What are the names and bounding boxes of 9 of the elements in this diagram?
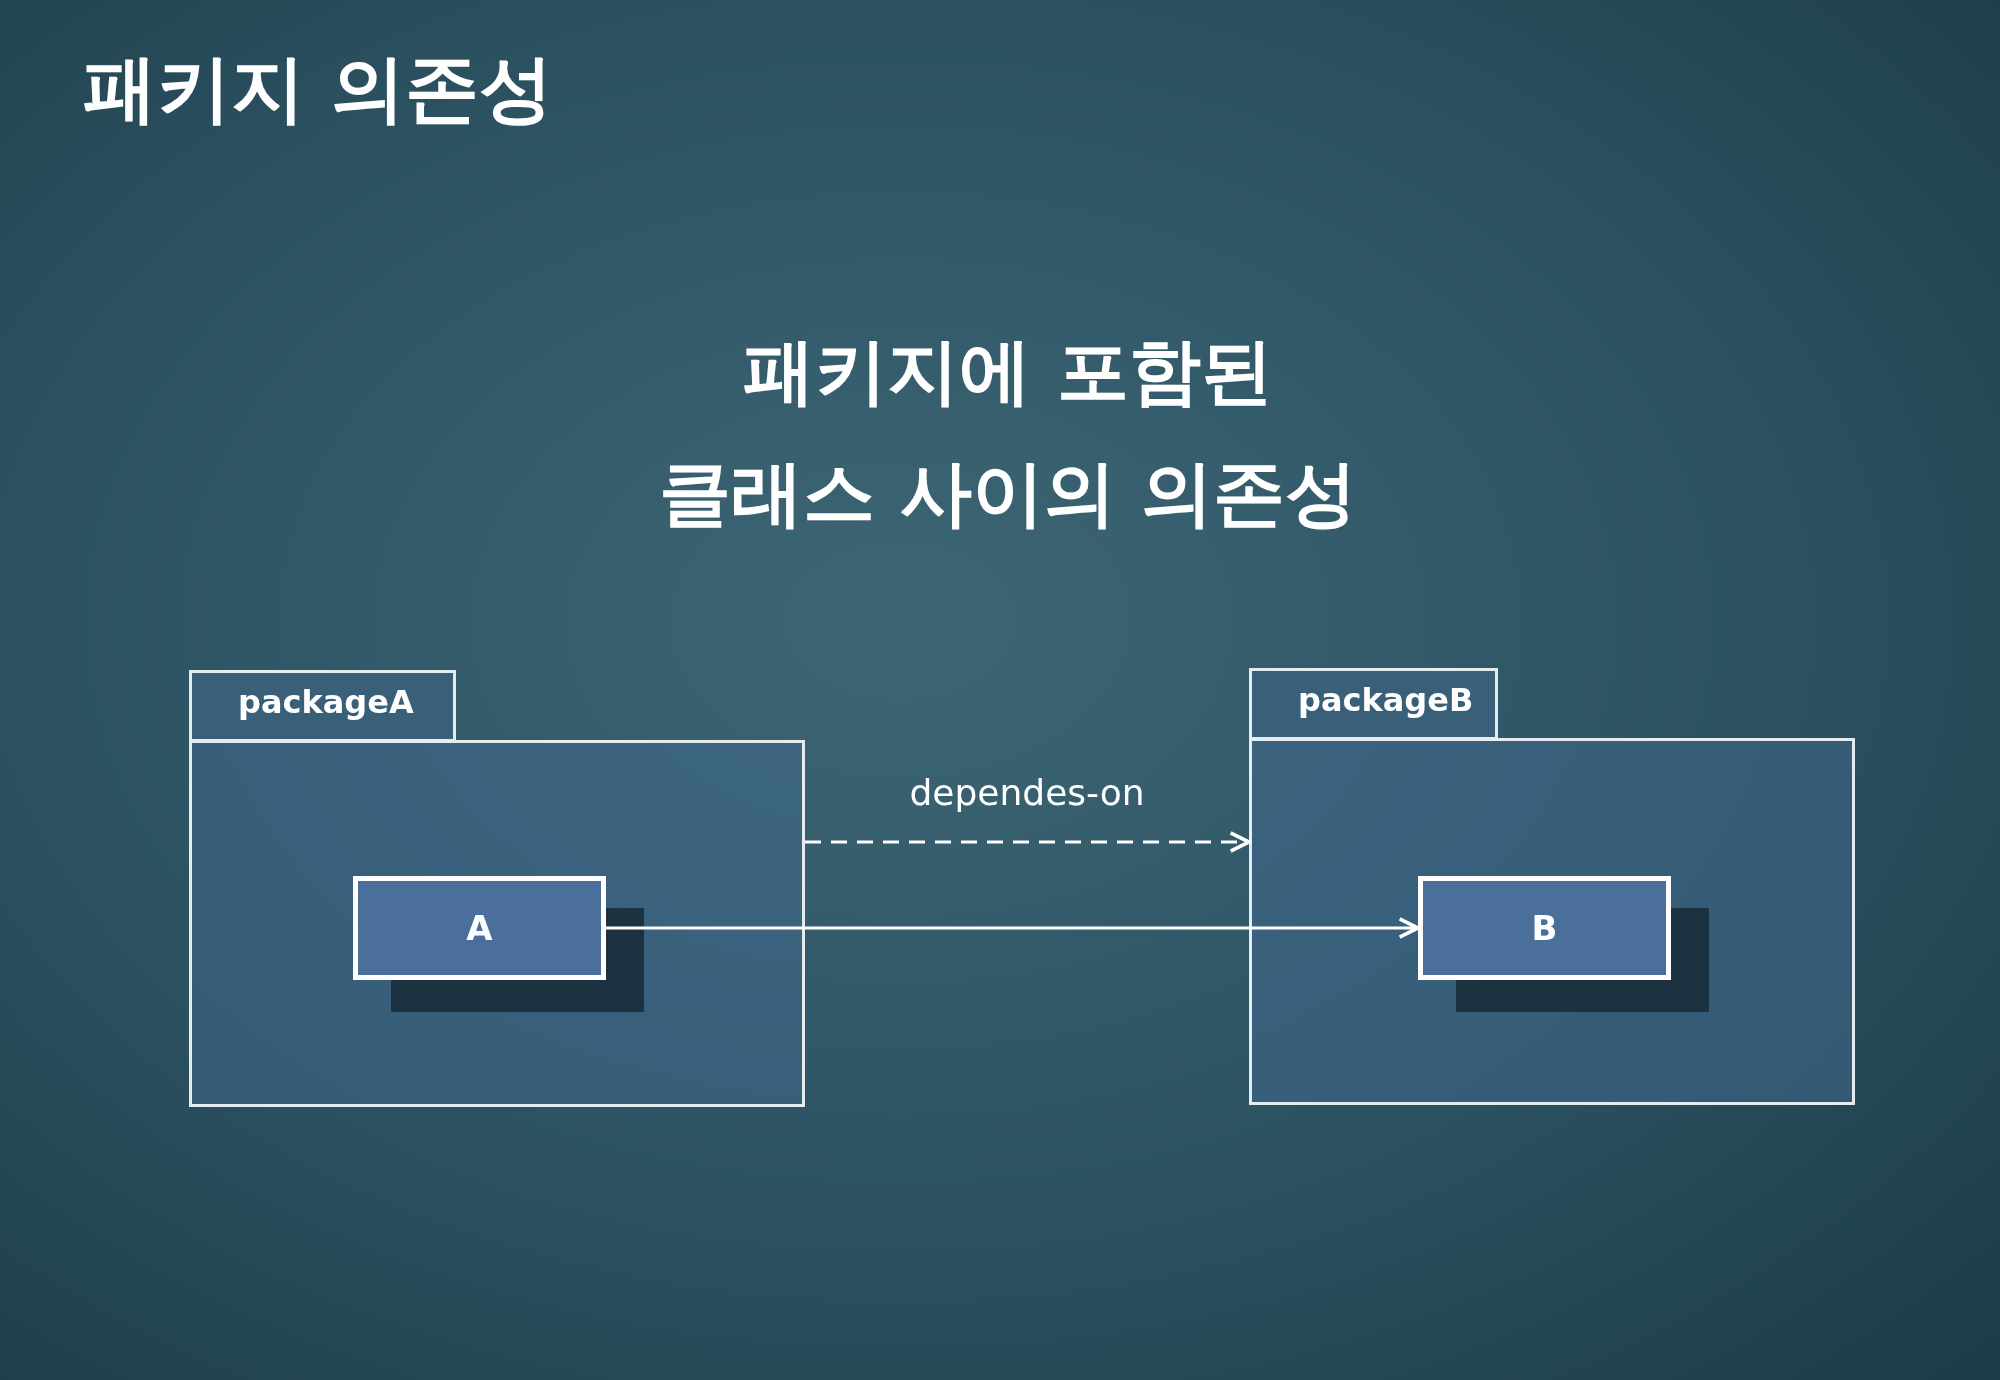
- title: 패키지 의존성: [83, 44, 553, 133]
- package-folder: [189, 670, 805, 1107]
- subtitle: 패키지에 포함된 클래스 사이의 의존성: [658, 328, 1358, 537]
- arrow: [606, 917, 1420, 939]
- package-folder: [1249, 668, 1855, 1105]
- dashed-arrow: [805, 831, 1251, 853]
- package-tab: packageA: [189, 670, 456, 742]
- package-tab: packageB: [1249, 668, 1498, 740]
- edge-label: dependes-on: [909, 772, 1145, 813]
